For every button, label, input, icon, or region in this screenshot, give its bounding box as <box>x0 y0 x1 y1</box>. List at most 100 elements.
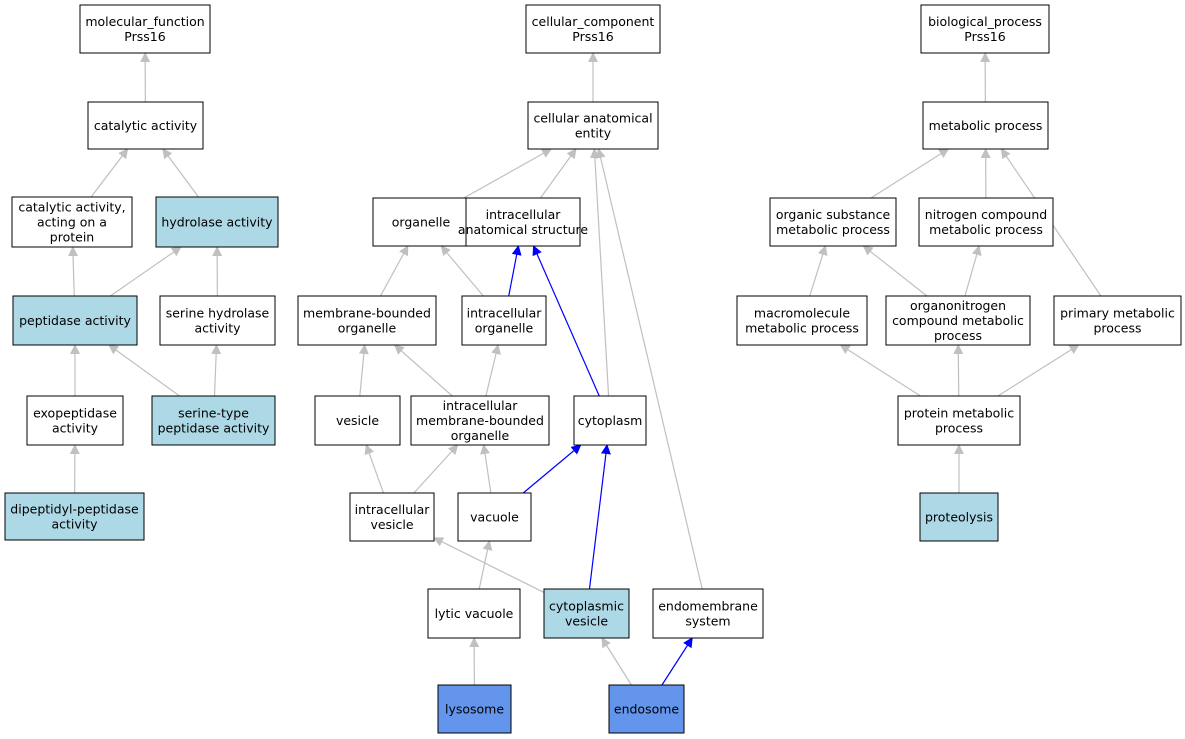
node-vac[interactable]: vacuole <box>457 492 532 542</box>
node-label-line: Prss16 <box>124 29 165 44</box>
node-box <box>372 197 470 247</box>
node-label-line: exopeptidase <box>33 406 117 421</box>
node-lv[interactable]: lytic vacuole <box>427 588 521 639</box>
edge-line <box>90 148 129 198</box>
node-label-line: protein metabolic <box>904 406 1014 421</box>
edge-line <box>522 444 582 494</box>
node-box <box>918 197 1054 247</box>
node-box <box>608 684 685 734</box>
node-box <box>87 101 204 150</box>
node-label-line: lysosome <box>445 702 504 717</box>
node-label-line: acting on a <box>37 215 107 230</box>
node-met[interactable]: metabolic process <box>922 101 1049 150</box>
node-cyto[interactable]: cytoplasm <box>573 395 647 446</box>
node-box <box>297 295 437 346</box>
edge-line <box>953 344 964 397</box>
edge-osm-to-met <box>870 148 950 199</box>
edge-line <box>997 344 1080 397</box>
node-label-line: Prss16 <box>964 29 1005 44</box>
node-label-line: vesicle <box>336 413 379 428</box>
node-box <box>465 197 581 247</box>
node-cat[interactable]: catalytic activity <box>87 101 204 150</box>
edge-line <box>211 344 222 397</box>
node-endo[interactable]: endosome <box>608 684 685 734</box>
edge-lv-to-vac <box>478 540 493 590</box>
node-label-line: dipeptidyl-peptidase <box>10 502 139 517</box>
edge-endo-to-es <box>661 637 693 686</box>
edge-line <box>108 344 180 397</box>
node-box <box>573 395 647 446</box>
node-ves[interactable]: vesicle <box>314 395 401 446</box>
edge-pep-to-catprot <box>68 246 79 297</box>
node-box <box>151 395 276 446</box>
node-label-line: cytoplasmic <box>549 599 624 614</box>
node-label-line: metabolic process <box>745 321 859 336</box>
node-lys[interactable]: lysosome <box>437 684 512 734</box>
edge-line <box>539 148 577 199</box>
edge-line <box>440 245 484 297</box>
node-label-line: process <box>934 328 982 343</box>
node-box <box>525 4 661 54</box>
edge-line <box>413 444 459 494</box>
node-pep[interactable]: peptidase activity <box>12 295 138 346</box>
node-box <box>769 197 897 247</box>
edge-io-to-org <box>440 245 484 297</box>
edge-ves-to-mbo <box>358 344 369 397</box>
edge-line <box>433 537 545 593</box>
node-label-line: organelle <box>475 321 534 336</box>
node-pro[interactable]: proteolysis <box>919 492 999 542</box>
edge-prot-to-oncm <box>953 344 964 397</box>
node-hyd[interactable]: hydrolase activity <box>155 196 279 248</box>
edge-line <box>839 344 921 397</box>
node-box <box>4 492 145 541</box>
node-org[interactable]: organelle <box>372 197 470 247</box>
node-label-line: catalytic activity <box>94 118 198 133</box>
node-label-line: organelle <box>451 428 510 443</box>
edge-serpep-to-serhyd <box>211 344 222 397</box>
node-box <box>437 684 512 734</box>
edge-io-to-ias <box>508 245 522 297</box>
edge-line <box>480 444 492 494</box>
node-label-line: process <box>1093 321 1141 336</box>
node-box <box>427 588 521 639</box>
edge-line <box>595 148 703 590</box>
node-label-line: vesicle <box>565 614 608 629</box>
node-label-line: peptidase activity <box>19 313 131 328</box>
node-box <box>527 101 659 150</box>
node-label-line: organic substance <box>776 207 891 222</box>
edge-iv-to-ves <box>364 444 384 494</box>
node-box <box>897 395 1021 446</box>
edge-line <box>601 637 632 686</box>
edge-iv-to-imbo <box>413 444 459 494</box>
edge-line <box>589 148 610 397</box>
edge-vac-to-imbo <box>480 444 492 494</box>
node-box <box>652 588 764 639</box>
node-box <box>79 4 211 54</box>
node-label-line: cytoplasm <box>578 413 643 428</box>
node-label-line: intracellular <box>486 207 562 222</box>
node-label-line: serine hydrolase <box>166 306 270 321</box>
edge-line <box>862 245 928 297</box>
